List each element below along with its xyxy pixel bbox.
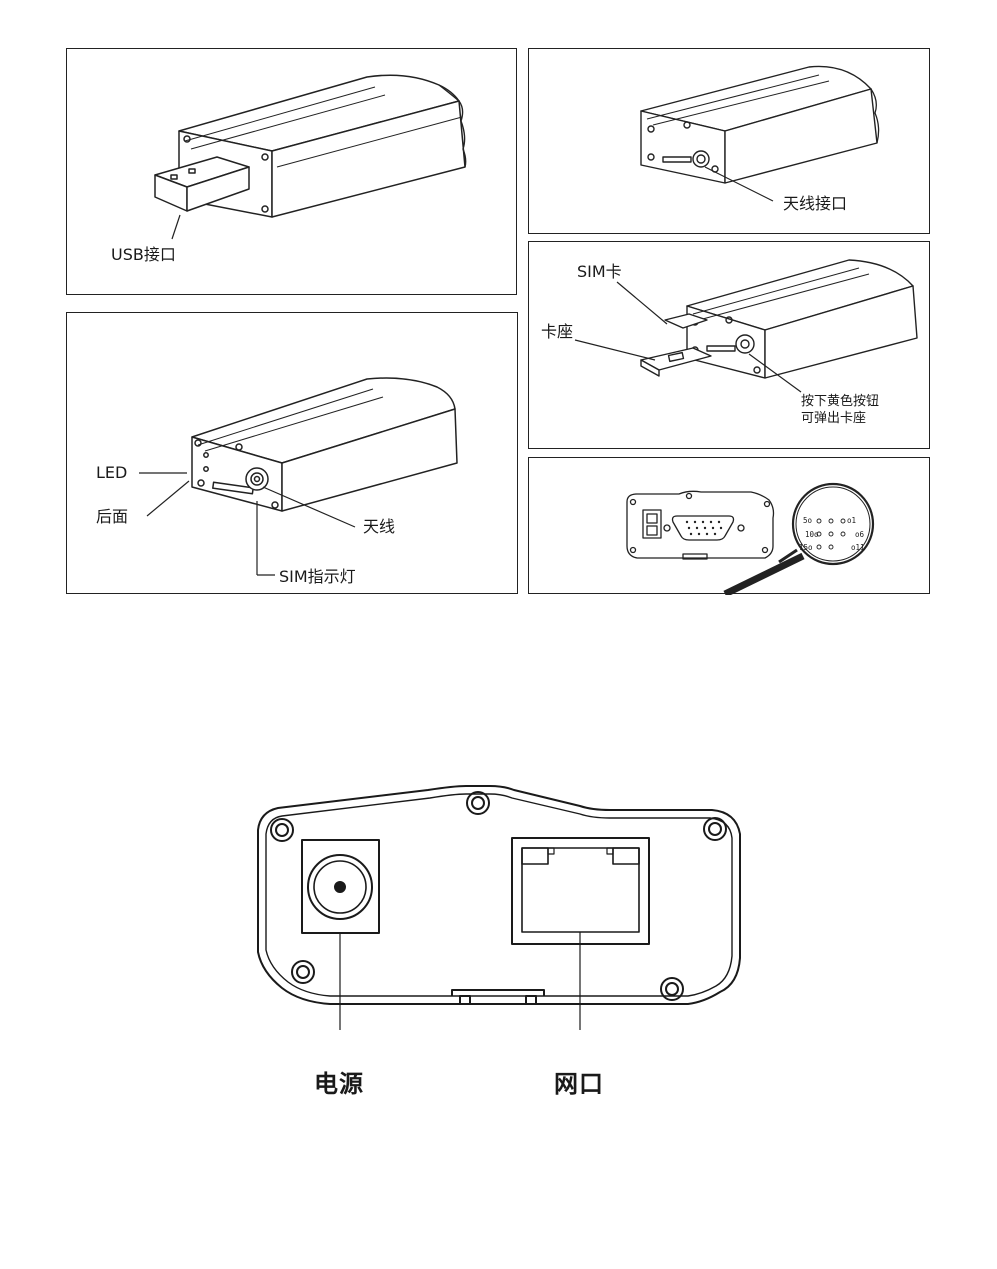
- antenna-port-panel: 天线接口: [528, 48, 930, 234]
- front-view-panel: LED 后面 天线 SIM指示灯: [66, 312, 518, 594]
- antenna-port-drawing: [640, 65, 880, 202]
- pin-label-1: o1: [847, 516, 857, 525]
- pin-label-10: 10o: [805, 530, 819, 539]
- usb-device-drawing: [154, 74, 467, 240]
- power-label: 电源: [314, 1070, 364, 1098]
- antenna-port-label: 天线接口: [783, 194, 848, 213]
- led-label: LED: [96, 463, 128, 482]
- usb-panel: USB接口: [66, 48, 517, 295]
- sim-card-drawing: [574, 259, 918, 393]
- pin-label-5: 5o: [803, 516, 813, 525]
- sim-card-label: SIM卡: [577, 262, 622, 281]
- network-port-label: 网口: [554, 1070, 604, 1098]
- usb-port-label: USB接口: [111, 245, 176, 264]
- pin-label-6: o6: [855, 530, 865, 539]
- pin-label-11: o11: [851, 543, 865, 552]
- front-view-drawing: [139, 377, 458, 576]
- eject-note-line1: 按下黄色按钮: [801, 394, 880, 409]
- pin-label-15: 15o: [799, 543, 813, 552]
- eject-note-line2: 可弹出卡座: [801, 411, 867, 426]
- sim-indicator-label: SIM指示灯: [279, 567, 356, 586]
- antenna-label: 天线: [363, 517, 396, 536]
- sim-card-panel: SIM卡 卡座 按下黄色按钮 可弹出卡座: [528, 241, 930, 449]
- serial-port-panel: 5o o1 10o o6 15o o11: [528, 457, 930, 595]
- serial-port-drawing: [626, 482, 875, 595]
- rear-label: 后面: [96, 507, 129, 526]
- card-holder-label: 卡座: [541, 322, 574, 341]
